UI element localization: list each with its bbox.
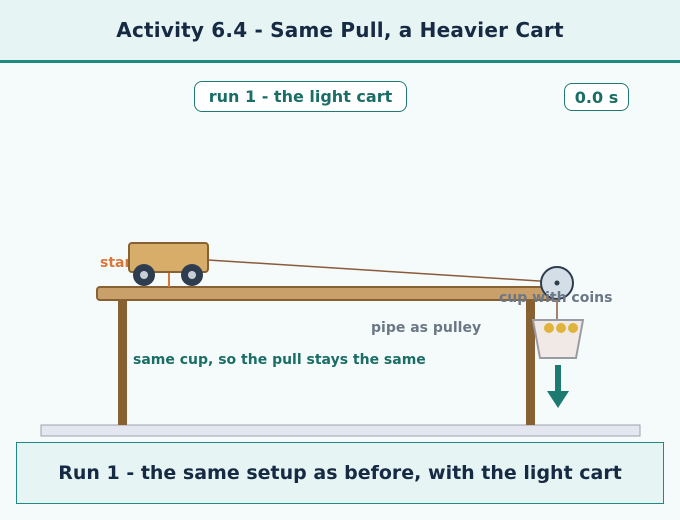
coin xyxy=(568,323,578,333)
table-top xyxy=(96,286,553,301)
cart-wheel-right xyxy=(181,264,203,286)
coin xyxy=(556,323,566,333)
caption-text: Run 1 - the same setup as before, with t… xyxy=(58,462,622,484)
pulley xyxy=(540,266,574,300)
string xyxy=(207,259,556,283)
same-cup-note: same cup, so the pull stays the same xyxy=(133,352,426,368)
timer-readout: 0.0 s xyxy=(564,83,629,111)
cup-label: cup with coins xyxy=(499,290,612,306)
header-bar: Activity 6.4 - Same Pull, a Heavier Cart xyxy=(0,0,680,63)
pulley-label: pipe as pulley xyxy=(371,320,481,336)
caption-box: Run 1 - the same setup as before, with t… xyxy=(16,442,664,504)
floor xyxy=(40,424,641,437)
pull-arrow-head xyxy=(547,391,569,408)
cart-wheel-left xyxy=(133,264,155,286)
table-leg-right xyxy=(526,300,535,425)
table-leg-left xyxy=(118,300,127,425)
run-label: run 1 - the light cart xyxy=(194,81,407,112)
page-title: Activity 6.4 - Same Pull, a Heavier Cart xyxy=(116,18,564,42)
coin xyxy=(544,323,554,333)
